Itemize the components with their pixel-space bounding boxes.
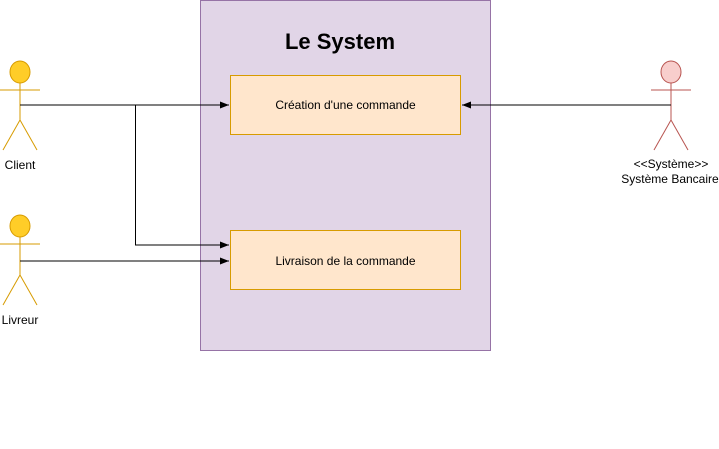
stick-figure-client-icon	[0, 60, 40, 151]
system-boundary[interactable]: Le System	[200, 0, 491, 351]
use-case-creation-box	[230, 75, 461, 135]
actor-bank-stereotype: <<Système>>	[634, 157, 709, 171]
actor-client[interactable]: Client	[0, 60, 40, 172]
use-case-creation[interactable]: Création d'une commande	[230, 75, 461, 135]
system-title: Le System	[285, 29, 395, 54]
use-case-livraison-box	[230, 230, 461, 290]
use-case-creation-label: Création d'une commande	[275, 98, 416, 112]
actor-livreur[interactable]: Livreur	[0, 214, 40, 327]
stick-figure-bank-icon	[651, 60, 691, 151]
actor-livreur-label: Livreur	[2, 313, 39, 327]
use-case-livraison-label: Livraison de la commande	[275, 254, 415, 268]
use-case-livraison[interactable]: Livraison de la commande	[230, 230, 461, 290]
system-boundary-box	[200, 0, 491, 351]
connectors	[20, 101, 671, 265]
actor-client-label: Client	[5, 158, 36, 172]
actor-systeme-bancaire[interactable]: <<Système>> Système Bancaire	[621, 60, 719, 186]
stick-figure-livreur-icon	[0, 214, 40, 306]
actor-bank-label: Système Bancaire	[621, 172, 719, 186]
connector-client-livraison[interactable]	[135, 105, 230, 249]
